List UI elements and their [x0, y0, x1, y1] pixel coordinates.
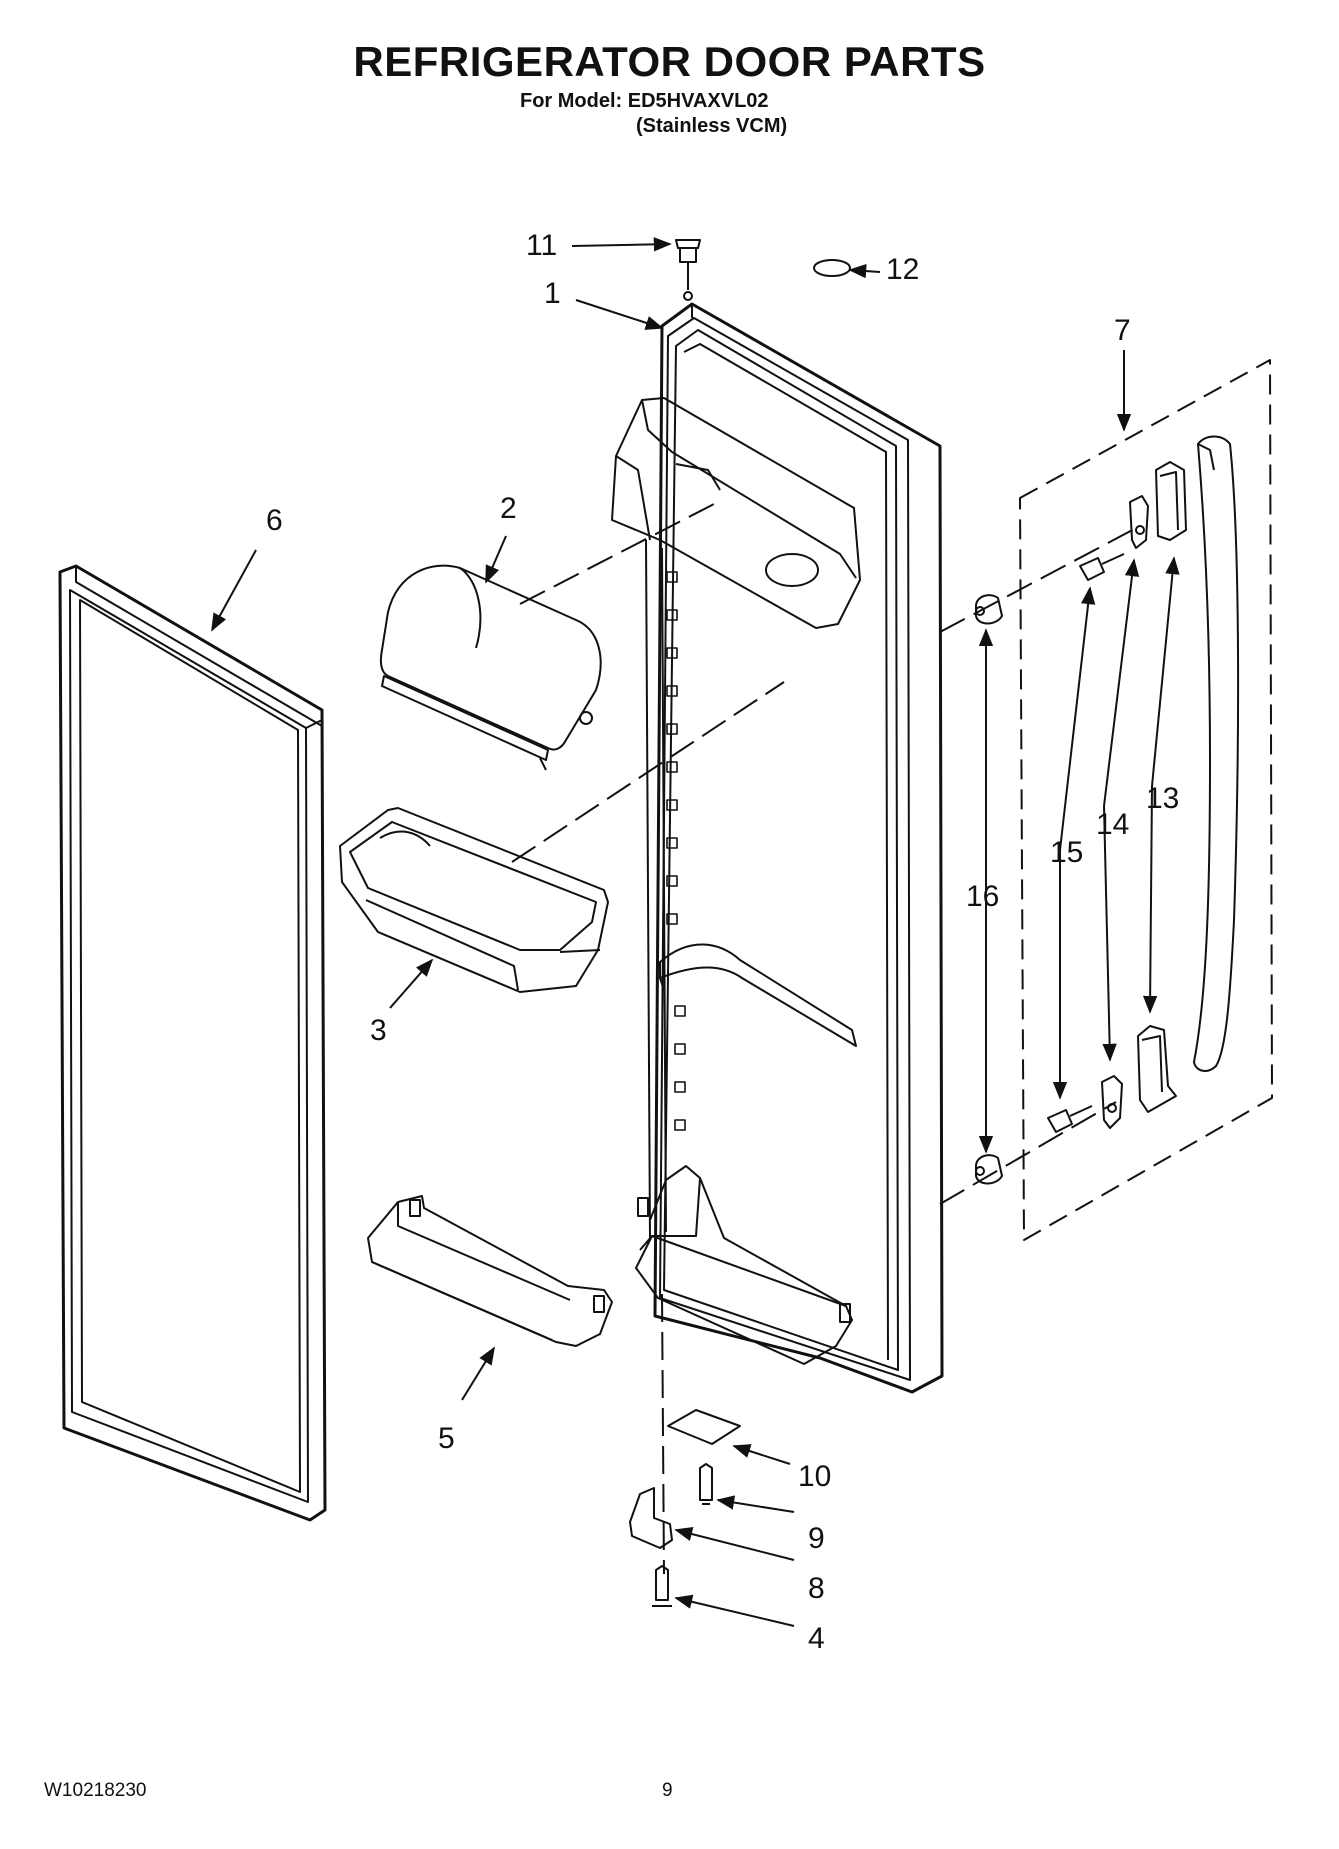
callout-1: 1 — [544, 277, 561, 310]
hinge-shim-part — [667, 1409, 741, 1445]
callout-16: 16 — [966, 880, 999, 913]
hinge-screw-part — [652, 1565, 672, 1607]
callout-11: 11 — [526, 229, 557, 262]
callout-2: 2 — [500, 492, 517, 525]
door-gasket-part — [58, 564, 327, 1522]
lower-door-bin-part — [367, 1195, 613, 1347]
shim-screw-part — [699, 1463, 713, 1505]
page-title: REFRIGERATOR DOOR PARTS — [353, 38, 986, 85]
door-bin-part — [339, 807, 609, 993]
top-hinge-bushing-part — [675, 239, 701, 301]
handle-kit-outline — [1019, 359, 1273, 1241]
model-line: For Model: ED5HVAXVL02 — [520, 90, 769, 112]
handle-end-cap-part — [1137, 461, 1187, 1113]
callout-4: 4 — [808, 1622, 825, 1655]
page-number: 9 — [662, 1780, 673, 1801]
document-number: W10218230 — [44, 1780, 147, 1801]
door-liner-part — [611, 302, 944, 1394]
variant-line: (Stainless VCM) — [636, 115, 788, 137]
callout-3: 3 — [370, 1014, 387, 1047]
assembly-lines — [511, 262, 1141, 1575]
handle-screw-part — [1047, 553, 1125, 1133]
callout-6: 6 — [266, 504, 283, 537]
callout-7: 7 — [1114, 314, 1131, 347]
callout-5: 5 — [438, 1422, 455, 1455]
dairy-door-part — [379, 564, 602, 771]
callout-12: 12 — [886, 253, 919, 286]
bin-support-pegs — [666, 571, 686, 1131]
callout-10: 10 — [798, 1460, 831, 1493]
callout-15: 15 — [1050, 836, 1083, 869]
callout-9: 9 — [808, 1522, 825, 1555]
callout-13: 13 — [1146, 782, 1179, 815]
callout-labels: 11 1 12 7 2 6 3 5 13 14 15 16 10 9 8 4 — [266, 229, 1179, 1655]
bottom-hinge-part — [629, 1487, 673, 1549]
handle-bracket-part — [1101, 495, 1149, 1129]
callout-8: 8 — [808, 1572, 825, 1605]
callout-14: 14 — [1096, 808, 1129, 841]
door-handle-part — [1193, 435, 1240, 1072]
plug-button-part — [813, 259, 851, 277]
leader-arrows — [211, 237, 1180, 1627]
